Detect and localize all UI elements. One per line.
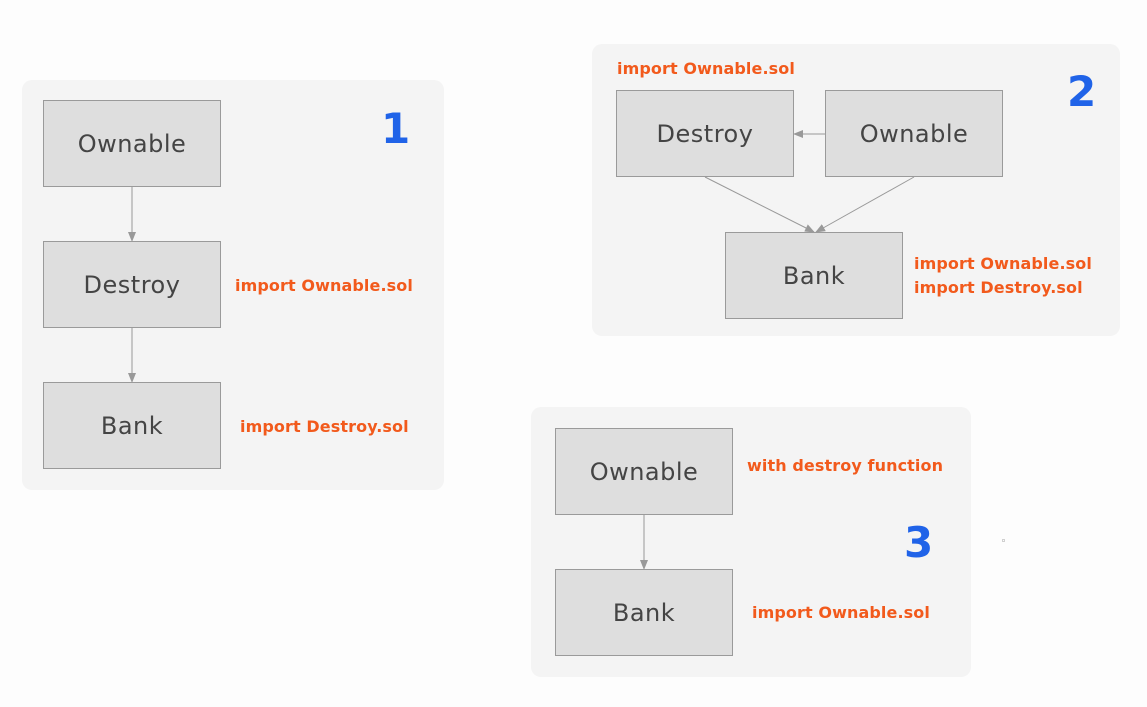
import-note: import Ownable.sol [752,603,930,622]
destroy-box: Destroy [43,241,221,328]
bank-box: Bank [725,232,903,319]
import-note: import Ownable.sol [914,254,1092,273]
import-note: import Ownable.sol [617,59,795,78]
import-note: import Ownable.sol [235,276,413,295]
ownable-box: Ownable [825,90,1003,177]
destroy-box: Destroy [616,90,794,177]
bank-box: Bank [555,569,733,656]
panel-number: 2 [1067,67,1097,116]
panel-number: 1 [381,104,411,153]
panel-number: 3 [904,518,934,567]
import-note: import Destroy.sol [240,417,409,436]
bank-box: Bank [43,382,221,469]
stray-dot [1002,539,1005,542]
function-note: with destroy function [747,456,944,475]
ownable-box: Ownable [43,100,221,187]
ownable-box: Ownable [555,428,733,515]
import-note: import Destroy.sol [914,278,1083,297]
